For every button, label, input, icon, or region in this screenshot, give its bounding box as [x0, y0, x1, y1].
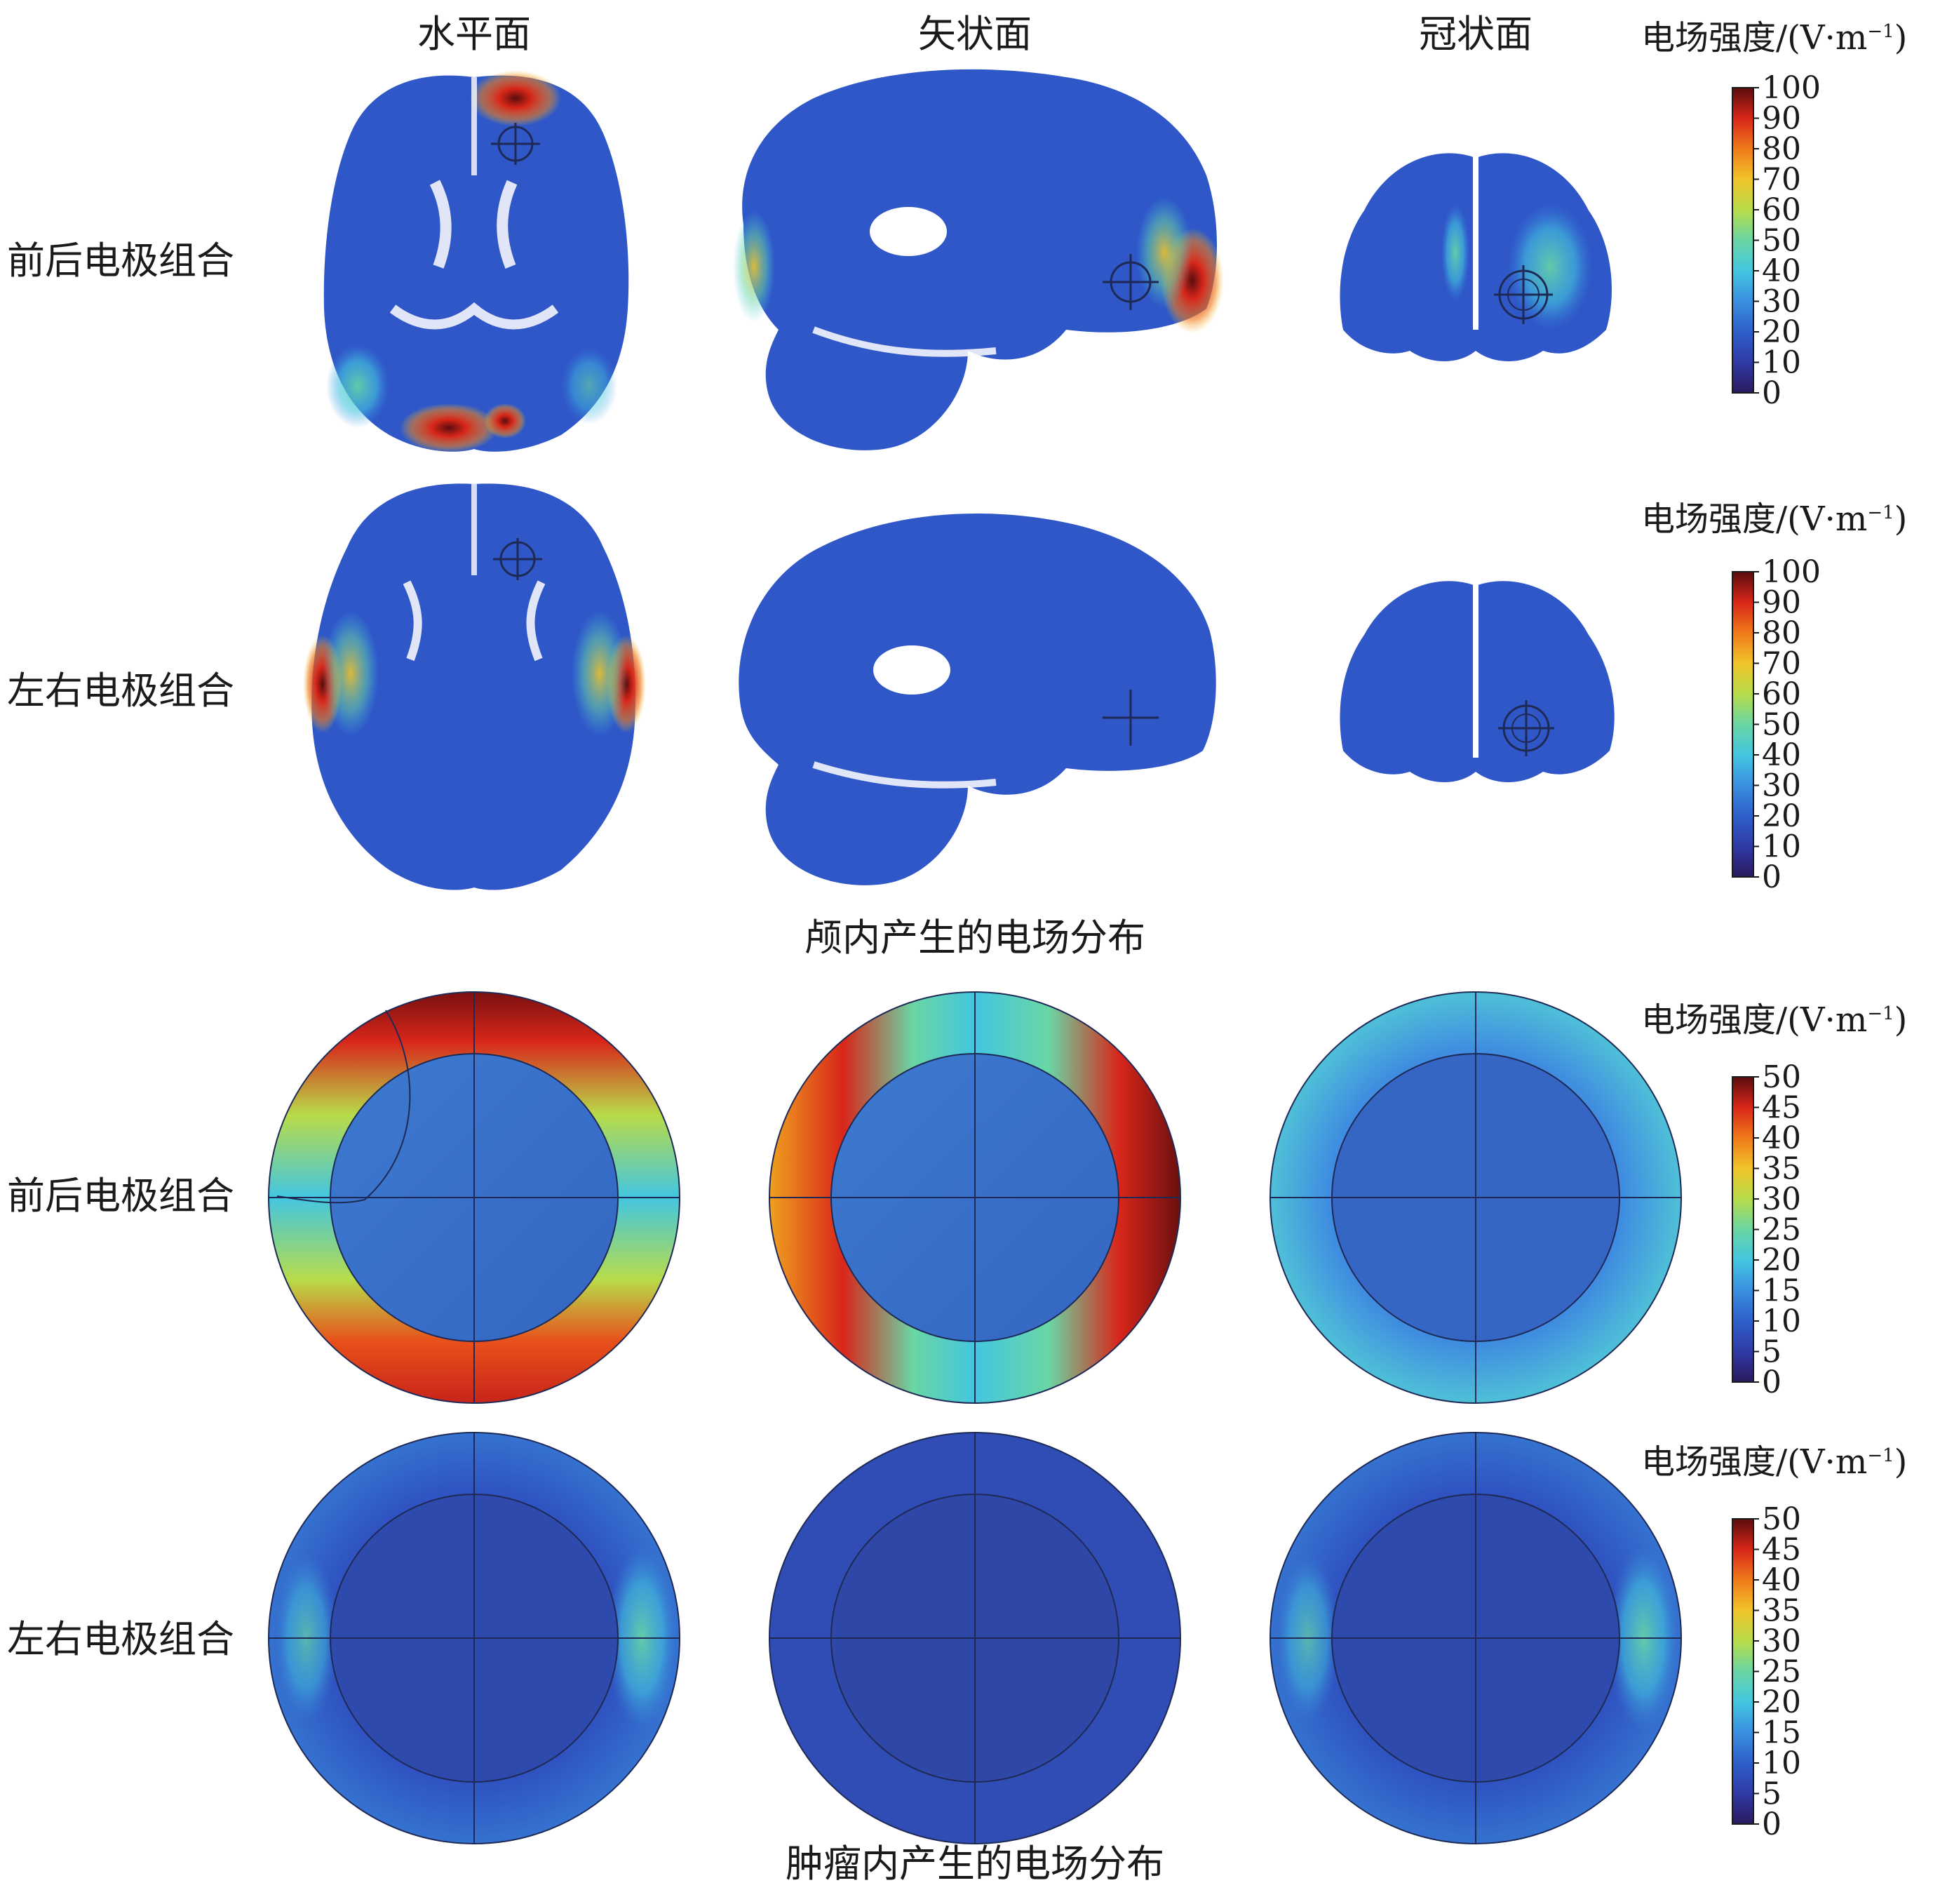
colorbar-tick-label: 45 [1762, 1090, 1801, 1126]
colorbar-tick-label: 50 [1762, 223, 1801, 259]
row-label-ap-brain: 前后电极组合 [7, 239, 234, 283]
column-header-sagittal: 矢状面 [918, 12, 1032, 56]
colorbar-tick-label: 40 [1762, 1120, 1801, 1156]
colorbar-tick-label: 60 [1762, 192, 1801, 228]
section-title-tumor: 肿瘤内产生的电场分布 [786, 1842, 1164, 1886]
colorbar-tick-label: 0 [1762, 1365, 1782, 1400]
colorbar-tick-label: 30 [1762, 284, 1801, 320]
brain-axial-lr [303, 483, 646, 890]
colorbar-title-4: 电场强度/(V·m−1) [1641, 1442, 1908, 1482]
colorbar-tick-label: 10 [1762, 829, 1801, 865]
brain-coronal-lr [1340, 579, 1615, 782]
colorbar-tick-label: 10 [1762, 1745, 1801, 1781]
tumor-axial-ap [268, 991, 680, 1404]
colorbar-tick-label: 50 [1762, 707, 1801, 743]
tumor-axial-lr [268, 1432, 680, 1844]
colorbar-tick-label: 60 [1762, 676, 1801, 712]
column-header-axial: 水平面 [417, 12, 531, 56]
tumor-sagittal-ap [769, 991, 1181, 1404]
colorbar-tick-label: 40 [1762, 1562, 1801, 1598]
tumor-sagittal-lr [769, 1432, 1181, 1844]
colorbar-tick-label: 20 [1762, 1242, 1801, 1278]
colorbar-tick-label: 30 [1762, 768, 1801, 804]
colorbar-tick-label: 10 [1762, 345, 1801, 381]
colorbar-tick-label: 0 [1762, 859, 1782, 895]
colorbar-tick-label: 100 [1762, 70, 1821, 106]
brain-sagittal-ap [733, 69, 1224, 450]
colorbar-tick-label: 90 [1762, 585, 1801, 621]
colorbar-tick-label: 25 [1762, 1212, 1801, 1248]
colorbar-tick-label: 10 [1762, 1303, 1801, 1339]
colorbar-tick-label: 70 [1762, 646, 1801, 682]
tumor-coronal-lr [1269, 1432, 1682, 1844]
column-header-coronal: 冠状面 [1419, 12, 1533, 56]
colorbar-tick-label: 35 [1762, 1151, 1801, 1187]
colorbar-tick-label: 50 [1762, 1059, 1801, 1095]
colorbar-title-2: 电场强度/(V·m−1) [1641, 500, 1908, 539]
colorbar-tick-label: 5 [1762, 1776, 1782, 1812]
colorbar-tick-label: 5 [1762, 1334, 1782, 1370]
colorbar-tick-label: 90 [1762, 101, 1801, 137]
row-label-lr-brain: 左右电极组合 [7, 669, 234, 713]
brain-axial-ap [323, 70, 629, 452]
colorbar-tick-label: 80 [1762, 131, 1801, 167]
colorbar-tick-label: 80 [1762, 615, 1801, 651]
row-label-ap-tumor: 前后电极组合 [7, 1174, 234, 1218]
colorbar-tick-label: 15 [1762, 1273, 1801, 1309]
colorbar-tick-label: 25 [1762, 1654, 1801, 1690]
brain-coronal-ap [1340, 151, 1612, 362]
tumor-coronal-ap [1269, 991, 1682, 1404]
colorbar-tick-label: 35 [1762, 1593, 1801, 1629]
colorbar-tick-label: 20 [1762, 314, 1801, 350]
colorbar-tick-label: 15 [1762, 1715, 1801, 1751]
colorbar-title-1: 电场强度/(V·m−1) [1641, 18, 1908, 58]
colorbar-tick-label: 20 [1762, 1684, 1801, 1720]
colorbar-tick-label: 30 [1762, 1181, 1801, 1217]
colorbar-tick-label: 45 [1762, 1532, 1801, 1568]
colorbar-tick-label: 0 [1762, 375, 1782, 411]
colorbar-tick-label: 70 [1762, 162, 1801, 198]
row-label-lr-tumor: 左右电极组合 [7, 1617, 234, 1661]
colorbar-tick-label: 40 [1762, 737, 1801, 773]
section-title-intracranial: 颅内产生的电场分布 [804, 916, 1145, 960]
colorbar-tick-label: 0 [1762, 1806, 1782, 1842]
colorbar-tick-label: 100 [1762, 554, 1821, 590]
colorbar-tick-label: 50 [1762, 1501, 1801, 1537]
colorbar-tick-label: 40 [1762, 253, 1801, 289]
colorbar-tick-label: 30 [1762, 1623, 1801, 1659]
colorbar-tick-label: 20 [1762, 798, 1801, 834]
colorbar-title-3: 电场强度/(V·m−1) [1641, 1000, 1908, 1040]
brain-sagittal-lr [739, 514, 1216, 885]
